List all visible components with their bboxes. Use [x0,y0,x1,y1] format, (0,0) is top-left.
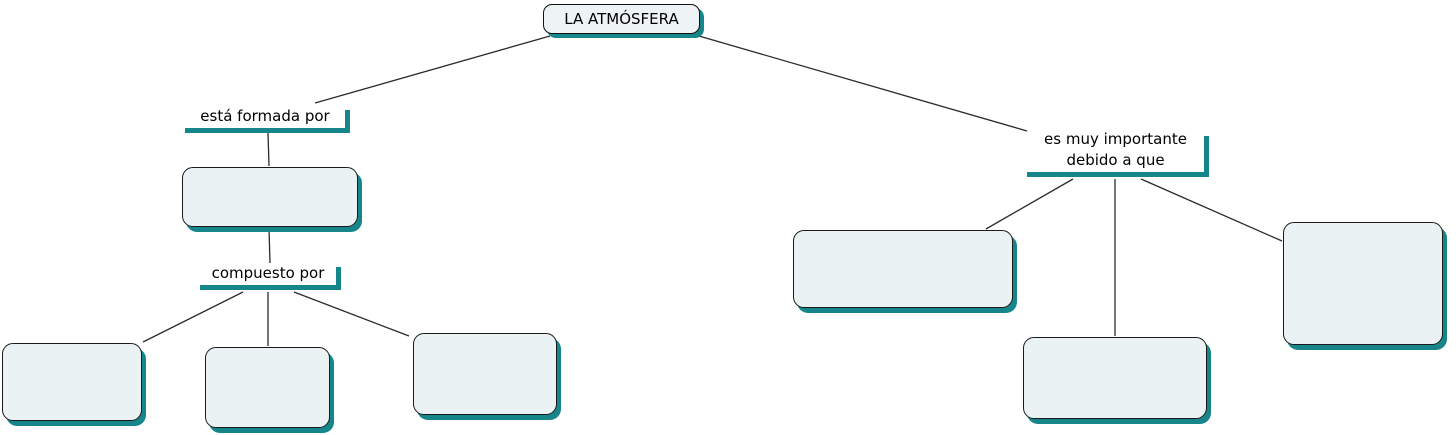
linking-phrase-underline [200,285,340,290]
linking-phrase-underline [1027,172,1208,177]
connector-root-to-importante [698,35,1028,132]
connector-compuesto-to-box1 [142,291,244,343]
linking-phrase-es-muy-importante[interactable]: es muy importante debido a que [1027,129,1209,177]
linking-phrase-text: compuesto por [211,264,325,282]
linking-phrase-underline [185,128,349,133]
concept-box-formada-child[interactable] [182,167,358,227]
linking-phrase-line1: es muy importante [1044,130,1187,148]
concept-box-compuesto-child-3[interactable] [413,333,557,415]
connector-importante-to-box1 [985,178,1074,230]
concept-box-importante-child-3[interactable] [1283,222,1443,345]
connector-importante-to-box3 [1140,178,1283,242]
linking-phrase-text: es muy importante debido a que [1027,129,1208,172]
connector-root-to-formada [314,35,551,104]
concept-box-compuesto-child-2[interactable] [205,347,330,428]
root-concept-node[interactable]: LA ATMÓSFERA [543,4,700,34]
concept-box-importante-child-2[interactable] [1023,337,1207,419]
linking-phrase-text: está formada por [200,107,330,125]
connector-box-to-compuesto [268,227,271,264]
concept-box-importante-child-1[interactable] [793,230,1013,308]
linking-phrase-right-bar [336,267,341,290]
linking-phrase-esta-formada-por[interactable]: está formada por [185,106,350,133]
linking-phrase-compuesto-por[interactable]: compuesto por [200,263,341,290]
linking-phrase-right-bar [1204,136,1209,177]
concept-box-compuesto-child-1[interactable] [2,343,142,421]
connector-compuesto-to-box3 [293,291,410,337]
linking-phrase-right-bar [345,110,350,133]
connector-formada-to-box [267,132,270,167]
linking-phrase-line2: debido a que [1066,151,1165,169]
